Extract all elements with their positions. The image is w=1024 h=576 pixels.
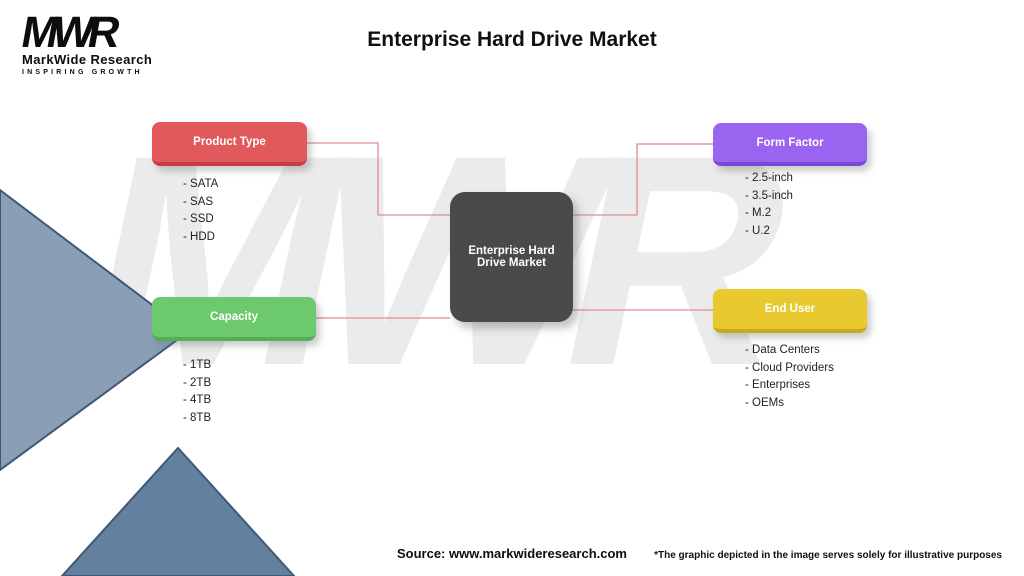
center-node: Enterprise Hard Drive Market bbox=[450, 192, 573, 322]
list-item: - Enterprises bbox=[745, 379, 811, 391]
list-item: - 1TB bbox=[183, 359, 212, 371]
list-item: - HDD bbox=[183, 230, 215, 243]
category-list-product-type: - SATA - SAS - SSD - HDD bbox=[183, 178, 219, 249]
list-item: - SSD bbox=[183, 213, 214, 225]
source-text: Source: www.markwideresearch.com bbox=[396, 546, 627, 561]
list-item: - Data Centers bbox=[745, 344, 820, 356]
logo-tagline: Inspiring Growth bbox=[22, 68, 143, 76]
list-item: - SATA bbox=[183, 178, 219, 190]
category-list-capacity: - 1TB - 2TB - 4TB - 8TB bbox=[183, 359, 212, 430]
category-box-form-factor: Form Factor bbox=[713, 123, 867, 166]
list-item: - 2.5-inch bbox=[745, 172, 793, 184]
page-title: Enterprise Hard Drive Market bbox=[367, 28, 657, 51]
list-item: - 4TB bbox=[183, 394, 212, 406]
center-node-label: Enterprise Hard Drive Market bbox=[468, 245, 555, 269]
category-box-product-type: Product Type bbox=[152, 122, 307, 166]
list-item: - 2TB bbox=[183, 376, 212, 389]
connector-form-factor bbox=[573, 143, 713, 216]
category-label-form-factor: Form Factor bbox=[756, 136, 824, 149]
list-item: - OEMs bbox=[745, 396, 784, 409]
markwide-logo: MWR MarkWide Research Inspiring Growth bbox=[18, 8, 153, 76]
list-item: - 3.5-inch bbox=[745, 189, 793, 202]
left-triangle-shape bbox=[0, 188, 190, 472]
category-list-form-factor: - 2.5-inch - 3.5-inch - M.2 - U.2 bbox=[745, 172, 793, 243]
category-box-end-user: End User bbox=[713, 289, 867, 333]
category-label-product-type: Product Type bbox=[193, 136, 266, 148]
bottom-left-triangle-shape bbox=[60, 446, 296, 576]
list-item: - SAS bbox=[183, 195, 214, 208]
list-item: - 8TB bbox=[183, 411, 212, 424]
category-box-capacity: Capacity bbox=[152, 297, 316, 341]
category-label-end-user: End User bbox=[764, 303, 816, 315]
category-label-capacity: Capacity bbox=[210, 311, 258, 323]
logo-name: MarkWide Research bbox=[22, 51, 153, 67]
list-item: - Cloud Providers bbox=[745, 361, 834, 374]
list-item: - U.2 bbox=[745, 224, 770, 237]
disclaimer-text: *The graphic depicted in the image serve… bbox=[654, 550, 1002, 561]
connector-product-type bbox=[307, 142, 450, 216]
list-item: - M.2 bbox=[745, 207, 772, 219]
category-list-end-user: - Data Centers - Cloud Providers - Enter… bbox=[745, 344, 834, 415]
